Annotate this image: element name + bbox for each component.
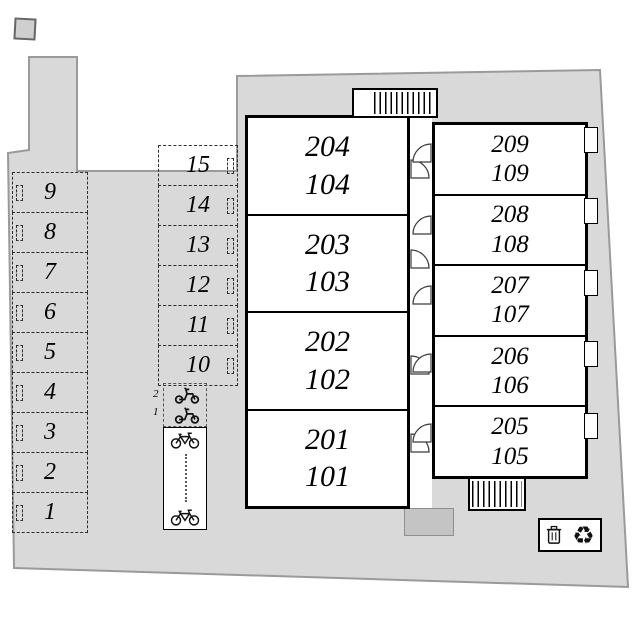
trash-bin-icon [547,525,562,544]
parking-space-number: 6 [44,299,56,325]
site-marker [13,17,37,41]
room-number-lower: 101 [305,460,350,494]
entrance-mat [404,508,454,536]
parking-space-6: 6 [12,292,88,333]
recycle-icon: ♻ [572,520,595,550]
wheel-stop [16,184,23,201]
divider-dotted [185,454,187,502]
wheel-stop [16,464,23,481]
parking-space-number: 7 [44,259,56,285]
parking-space-10: 10 [158,345,238,386]
window [584,198,598,224]
wheel-stop [16,384,23,401]
parking-space-number: 3 [44,419,56,445]
window [584,341,598,367]
parking-space-number: 12 [186,272,210,298]
motorcycle-area [163,383,207,427]
parking-column-middle: 15 14 13 12 11 10 [158,145,238,387]
stair-treads [374,92,434,114]
parking-space-number: 15 [186,152,210,178]
stairs-bottom [468,477,526,511]
wheel-stop [227,237,234,254]
bicycle-area [163,427,207,530]
parking-space-number: 11 [186,312,210,338]
parking-space-number: 2 [44,459,56,485]
parking-space-number: 1 [44,499,56,525]
parking-space-number: 8 [44,219,56,245]
parking-space-number: 14 [186,192,210,218]
room-number-upper: 201 [305,422,350,456]
unit-201-101: 201 101 [248,411,407,507]
room-number-lower: 104 [305,167,350,201]
room-number-upper: 206 [491,342,529,370]
wheel-stop [227,277,234,294]
parking-column-left: 9 8 7 6 5 4 3 2 1 [12,172,88,534]
trash-station: ♻ [538,518,602,552]
bicycle-icon [170,509,200,526]
wheel-stop [16,304,23,321]
building-center: 204 104 203 103 202 102 201 101 [245,115,410,509]
unit-209-109: 209 109 [435,125,585,196]
parking-space-1: 1 [12,492,88,533]
room-number-lower: 103 [305,265,350,299]
parking-space-number: 5 [44,339,56,365]
wheel-stop [16,504,23,521]
room-number-lower: 102 [305,362,350,396]
wheel-stop [227,317,234,334]
moto-space-label: 1 [153,406,159,418]
wheel-stop [227,157,234,174]
unit-207-107: 207 107 [435,266,585,337]
wheel-stop [227,197,234,214]
room-number-upper: 208 [491,201,529,229]
room-number-upper: 204 [305,130,350,164]
room-number-lower: 105 [491,442,529,470]
parking-space-15: 15 [158,145,238,186]
window [584,127,598,153]
scooter-icon [174,387,200,404]
window [584,413,598,439]
stairs-top [352,88,438,118]
wheel-stop [16,424,23,441]
room-number-upper: 207 [491,271,529,299]
parking-space-9: 9 [12,172,88,213]
building-right: 209 109 208 108 207 107 206 106 205 105 [432,122,588,479]
wheel-stop [16,224,23,241]
wheel-stop [227,357,234,374]
bicycle-icon [170,432,200,449]
moto-space-label: 2 [153,388,159,400]
unit-203-103: 203 103 [248,216,407,313]
wheel-stop [16,344,23,361]
unit-208-108: 208 108 [435,196,585,267]
room-number-lower: 107 [491,301,529,329]
room-number-lower: 106 [491,372,529,400]
unit-205-105: 205 105 [435,407,585,476]
room-number-upper: 205 [491,413,529,441]
parking-space-number: 9 [44,179,56,205]
unit-206-106: 206 106 [435,337,585,408]
room-number-lower: 109 [491,160,529,188]
room-number-upper: 209 [491,130,529,158]
parking-space-number: 4 [44,379,56,405]
unit-204-104: 204 104 [248,118,407,216]
window [584,270,598,296]
parking-space-number: 13 [186,232,210,258]
unit-202-102: 202 102 [248,313,407,411]
wheel-stop [16,264,23,281]
room-number-lower: 108 [491,230,529,258]
room-number-upper: 203 [305,227,350,261]
room-number-upper: 202 [305,325,350,359]
stair-treads [472,481,522,507]
parking-space-number: 10 [186,352,210,378]
scooter-icon [174,407,200,424]
